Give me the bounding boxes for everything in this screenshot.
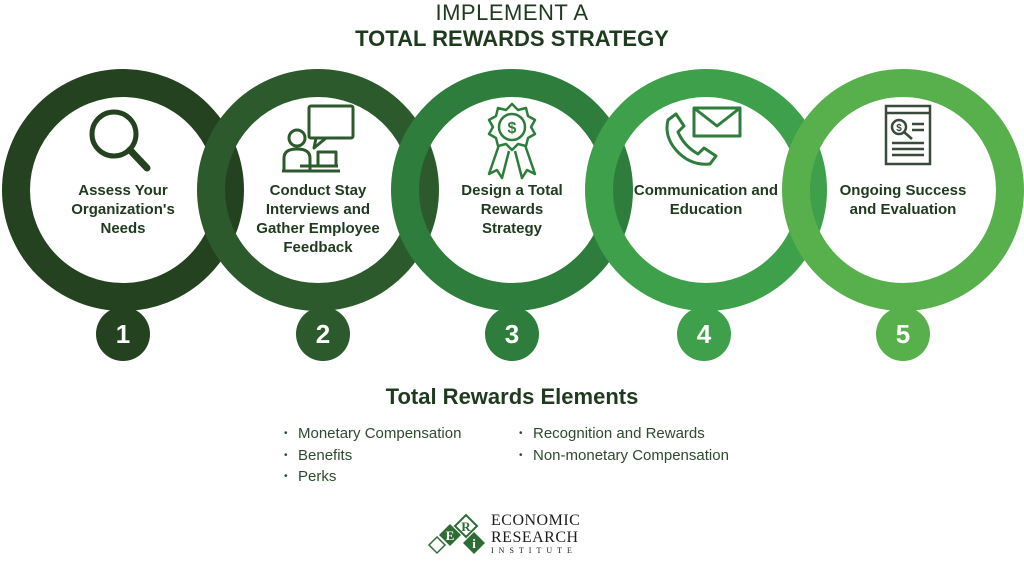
step-3-number: 3 xyxy=(485,307,539,361)
ring-1 xyxy=(2,69,244,311)
logo-line-2: RESEARCH xyxy=(491,529,579,546)
elements-right-list: Recognition and Rewards Non-monetary Com… xyxy=(519,423,729,466)
phone-envelope-icon xyxy=(665,106,742,166)
document-dollar-icon: $ xyxy=(884,104,932,166)
step-1-label: Assess Your Organization's Needs xyxy=(71,182,175,237)
step-rings: $ $ xyxy=(2,69,1024,311)
title-line-2: TOTAL REWARDS STRATEGY xyxy=(355,26,669,51)
person-speech-bubble-icon xyxy=(282,104,355,173)
logo-letter-r: R xyxy=(461,519,471,534)
logo-letter-i: i xyxy=(472,536,476,551)
ring-5 xyxy=(782,69,1024,311)
ring-4 xyxy=(585,69,827,311)
ring-2 xyxy=(197,69,439,311)
svg-text:$: $ xyxy=(508,120,517,137)
step-4-label: Communication and Education xyxy=(633,182,779,218)
logo-letter-e: E xyxy=(446,528,455,543)
list-item: Non-monetary Compensation xyxy=(519,445,729,467)
list-item: Benefits xyxy=(284,445,461,467)
list-item: Monetary Compensation xyxy=(284,423,461,445)
list-item: Recognition and Rewards xyxy=(519,423,729,445)
svg-text:$: $ xyxy=(896,123,902,134)
logo-text: ECONOMIC RESEARCH INSTITUTE xyxy=(491,512,580,556)
logo-line-1: ECONOMIC xyxy=(491,512,581,529)
magnifying-glass-icon xyxy=(89,109,151,172)
eri-diamond-mark-icon: E R i xyxy=(427,513,485,555)
ring-3 xyxy=(391,69,633,311)
elements-left-list: Monetary Compensation Benefits Perks xyxy=(284,423,461,488)
step-2-label: Conduct Stay Interviews and Gather Emplo… xyxy=(256,182,380,256)
elements-title: Total Rewards Elements xyxy=(385,384,639,409)
logo-line-3: INSTITUTE xyxy=(491,546,577,555)
eri-logo: E R i ECONOMIC RESEARCH INSTITUTE xyxy=(425,512,605,558)
step-4-number: 4 xyxy=(677,307,731,361)
step-5-number: 5 xyxy=(876,307,930,361)
step-1-number: 1 xyxy=(96,307,150,361)
step-2-number: 2 xyxy=(296,307,350,361)
list-item: Perks xyxy=(284,466,461,488)
title-line-1: IMPLEMENT A xyxy=(435,0,589,25)
step-3-label: Design a Total Rewards Strategy xyxy=(461,182,563,237)
dollar-award-ribbon-icon: $ xyxy=(487,102,537,180)
step-5-label: Ongoing Success and Evaluation xyxy=(839,182,967,218)
